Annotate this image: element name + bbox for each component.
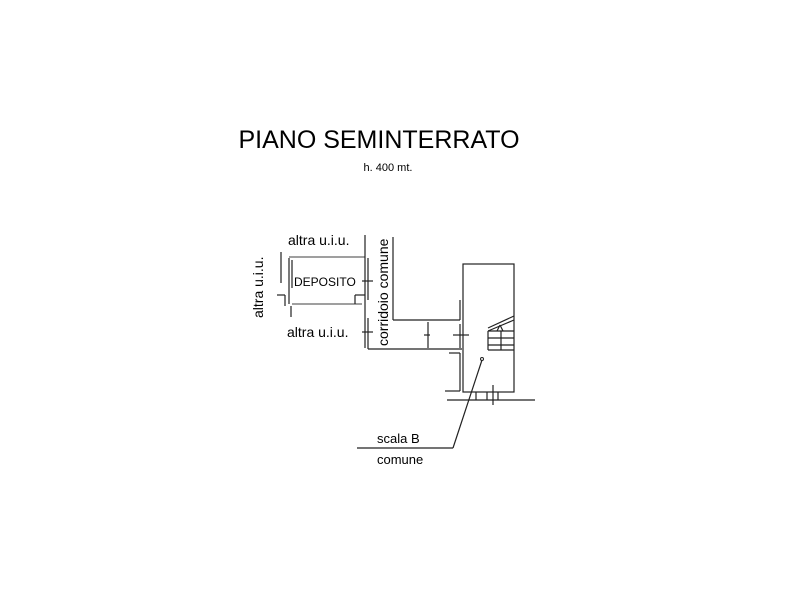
corridor-walls (368, 237, 469, 392)
plan-title: PIANO SEMINTERRATO (238, 126, 519, 154)
label-deposito: DEPOSITO (294, 275, 356, 289)
label-scala-b: scala B (377, 431, 420, 446)
scala-leader (357, 357, 484, 449)
label-altra-uiu-left: altra u.i.u. (250, 257, 266, 318)
label-comune: comune (377, 452, 423, 467)
deposito-walls (277, 235, 373, 349)
stair-b (447, 263, 535, 405)
label-altra-uiu-top: altra u.i.u. (288, 232, 349, 248)
label-altra-uiu-bottom: altra u.i.u. (287, 324, 348, 340)
height-note: h. 400 mt. (364, 162, 413, 174)
label-corridoio-comune: corridoio comune (375, 238, 391, 346)
